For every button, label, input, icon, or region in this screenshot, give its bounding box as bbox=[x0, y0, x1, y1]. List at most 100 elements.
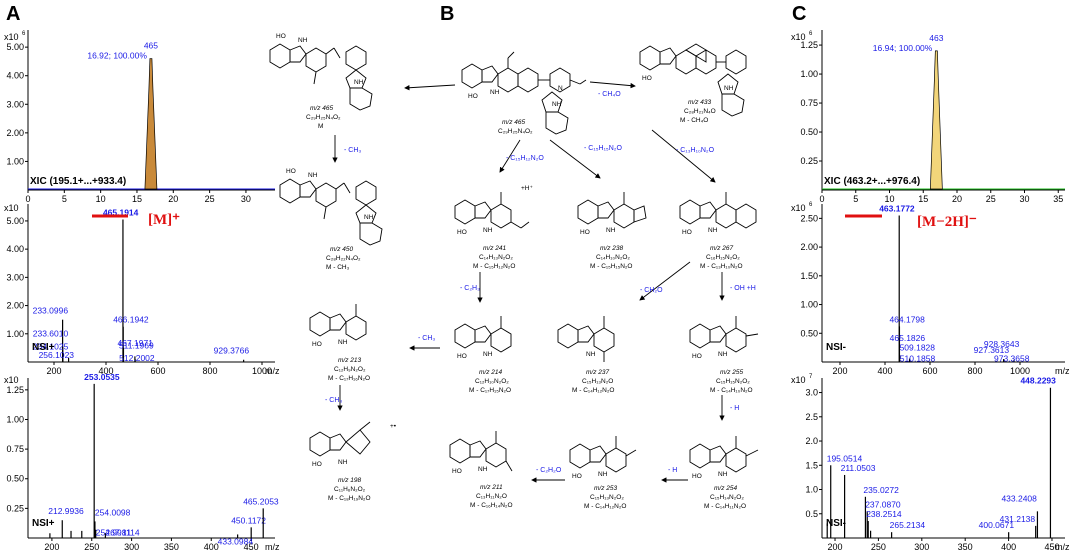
mol-m450-mz: m/z 450 bbox=[330, 246, 354, 253]
x-tick-label: 600 bbox=[150, 366, 165, 376]
peak-label: 212.9936 bbox=[48, 506, 84, 516]
ion-mode-label: NSI+ bbox=[32, 342, 55, 353]
x-tick-label: 400 bbox=[877, 366, 892, 376]
peak-label: 465.2053 bbox=[243, 496, 279, 506]
x-tick-label: 10 bbox=[884, 194, 894, 204]
svg-text:NH: NH bbox=[298, 37, 308, 44]
mol-m238-formula: C₁₄H₁₀N₂O₂ bbox=[596, 254, 630, 261]
mol-m465: HO NH NH N m/z 465 C₂₉H₂₅N₄O₂ bbox=[461, 51, 587, 135]
mol-m237-loss: M - C₁₄H₁₂N₂O bbox=[572, 387, 614, 394]
x-tick-label: 200 bbox=[828, 542, 843, 551]
svg-text:N: N bbox=[558, 85, 563, 92]
x-tick-label: 5 bbox=[62, 194, 67, 204]
peak-label: 465.1826 bbox=[890, 333, 926, 343]
mol-m238-loss: M - C₁₅H₁₅N₂O bbox=[590, 263, 632, 270]
peak-label: 267.1114 bbox=[105, 527, 139, 537]
xic-peak-label: 465 bbox=[144, 41, 158, 51]
peak-label: 463.1772 bbox=[879, 203, 915, 213]
ion-label-c: [M−2H]⁻ bbox=[917, 214, 977, 230]
peak-label: 467.1971 bbox=[117, 338, 153, 348]
peak-label: 464.1798 bbox=[889, 314, 925, 324]
panel-letter-a: A bbox=[6, 3, 20, 25]
x-tick-label: 300 bbox=[124, 542, 139, 551]
peak-label: 928.3643 bbox=[984, 339, 1020, 349]
svg-text:HO: HO bbox=[312, 341, 322, 348]
xic-peak-label: 463 bbox=[929, 33, 943, 43]
y-tick-label: 1.50 bbox=[800, 271, 818, 281]
svg-text:NH: NH bbox=[308, 172, 318, 179]
y-tick-label: 2.00 bbox=[6, 301, 24, 311]
y-tick-label: 2.50 bbox=[800, 213, 818, 223]
x-tick-label: 400 bbox=[204, 542, 219, 551]
xic-peak bbox=[929, 50, 943, 190]
svg-text:HO: HO bbox=[692, 353, 702, 360]
mol-m267-mz: m/z 267 bbox=[710, 245, 734, 252]
y-exp-a2: x10 bbox=[4, 203, 19, 213]
svg-text:NH: NH bbox=[354, 79, 364, 86]
peak-label: 433.2408 bbox=[1001, 493, 1037, 503]
y-tick-label: 2.00 bbox=[800, 242, 818, 252]
y-exp-sup-c2: 6 bbox=[809, 202, 813, 208]
mol-m198-loss: M - C₁₈H₁₉N₂O bbox=[328, 495, 371, 502]
peak-label: 233.0996 bbox=[33, 306, 69, 316]
svg-text:NH: NH bbox=[483, 227, 493, 234]
x-tick-label: 200 bbox=[46, 366, 61, 376]
panel-letter-c: C bbox=[792, 3, 806, 25]
ion-mode-label: NSI- bbox=[826, 342, 846, 353]
peak-label: 254.0098 bbox=[95, 507, 131, 517]
svg-text:NH: NH bbox=[718, 471, 728, 478]
peak-label: 450.1172 bbox=[231, 515, 266, 525]
x-tick-label: 200 bbox=[44, 542, 59, 551]
x-tick-label: 250 bbox=[84, 542, 99, 551]
arrow-label-ch3b: - CH₃ bbox=[418, 335, 435, 342]
peak-label: 511.1969 bbox=[119, 340, 154, 350]
mol-m213-mz: m/z 213 bbox=[338, 357, 362, 364]
mol-m433-loss: M - CH₄O bbox=[680, 117, 708, 124]
svg-text:+•: +• bbox=[390, 423, 397, 430]
mol-m211-mz: m/z 211 bbox=[480, 484, 503, 491]
svg-text:NH: NH bbox=[724, 85, 734, 92]
peak-label: 973.3658 bbox=[994, 354, 1030, 364]
mol-m211-formula: C₁₃H₁₁N₂O bbox=[476, 493, 507, 500]
svg-text:HO: HO bbox=[692, 473, 702, 480]
mol-m237-mz: m/z 237 bbox=[586, 369, 610, 376]
svg-text:NH: NH bbox=[338, 339, 348, 346]
mol-m255-loss: M - C₁₄H₁₀N₂O bbox=[710, 387, 753, 394]
peak-label: 237.0870 bbox=[865, 499, 901, 509]
arrow-label-c13h10: - C₁₃H₁₀N₂O bbox=[676, 147, 715, 154]
mol-m253-loss: M - C₁₄H₁₂N₂O bbox=[584, 503, 626, 510]
mol-m450-loss: M - CH₃ bbox=[326, 264, 350, 271]
x-tick-label: 600 bbox=[922, 366, 937, 376]
arrow-label-ohh: - OH +H bbox=[730, 285, 756, 292]
peak-label: 465.1914 bbox=[103, 208, 139, 218]
mol-m241-formula: C₁₄H₁₃N₂O₂ bbox=[479, 254, 513, 261]
mol-m214-formula: C₁₂H₁₀N₂O₂ bbox=[475, 378, 509, 385]
x-tick-label: 450 bbox=[244, 542, 259, 551]
y-tick-label: 3.0 bbox=[805, 388, 818, 398]
mol-m267-loss: M - C₁₃H₁₀N₂O bbox=[700, 263, 743, 270]
x-tick-label: 35 bbox=[1053, 194, 1063, 204]
mol-m237-formula: C₁₅H₁₃N₂O bbox=[582, 378, 613, 385]
y-tick-label: 3.00 bbox=[6, 272, 24, 282]
y-tick-label: 5.00 bbox=[6, 42, 24, 52]
mol-m254-loss: M - C₁₄H₁₁N₂O bbox=[704, 503, 746, 510]
svg-text:NH: NH bbox=[338, 459, 348, 466]
y-tick-label: 4.00 bbox=[6, 244, 24, 254]
y-tick-label: 2.0 bbox=[805, 436, 818, 446]
mol-m255-mz: m/z 255 bbox=[720, 369, 744, 376]
ion-label-a: [M]⁺ bbox=[148, 212, 180, 228]
mol-m465-formula: C₂₉H₂₅N₄O₂ bbox=[498, 128, 533, 135]
peak-label: 431.2138 bbox=[1000, 514, 1036, 524]
svg-text:NH: NH bbox=[708, 227, 718, 234]
peak-label: 211.0503 bbox=[841, 463, 876, 473]
x-unit-label: m/z bbox=[1055, 366, 1070, 376]
svg-text:HO: HO bbox=[452, 468, 462, 475]
x-tick-label: 200 bbox=[832, 366, 847, 376]
xic-annotation: XIC (195.1+...+933.4) bbox=[30, 176, 126, 187]
